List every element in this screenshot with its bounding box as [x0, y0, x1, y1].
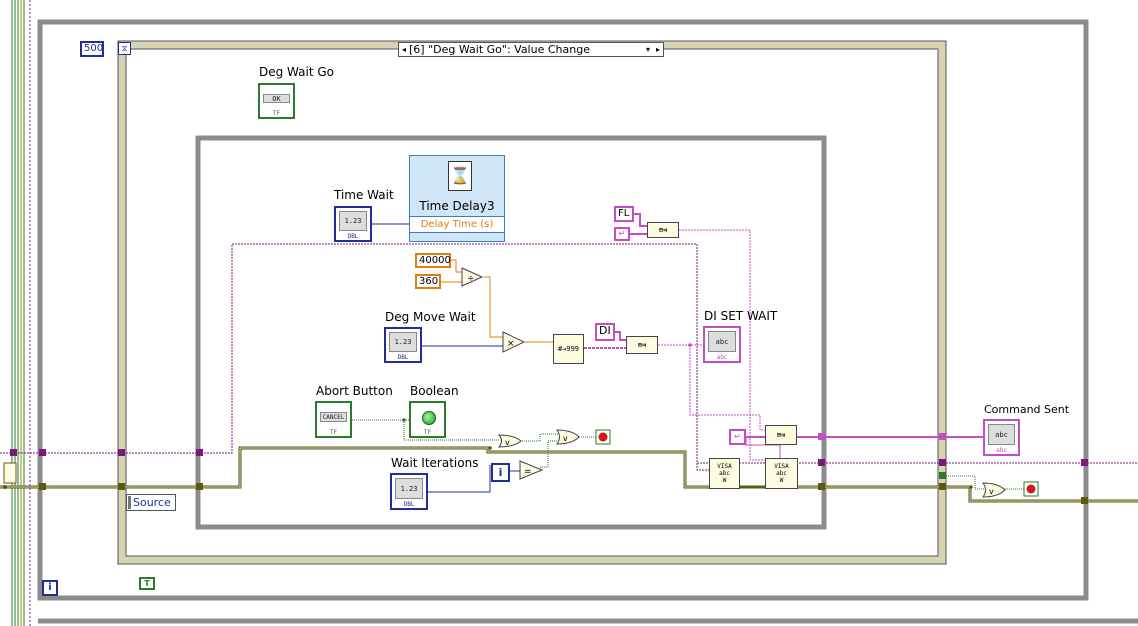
- timeout-constant[interactable]: 500: [80, 41, 104, 57]
- svg-text:v: v: [563, 434, 568, 443]
- command-sent-label: Command Sent: [984, 403, 1070, 416]
- di-set-wait-label: DI SET WAIT: [704, 309, 778, 323]
- time-wait-value: 1.23: [339, 211, 367, 231]
- inner-iteration-terminal: i: [491, 463, 510, 482]
- svg-text:v: v: [989, 487, 994, 496]
- abort-button-label: Abort Button: [316, 384, 393, 398]
- event-data-handle-icon: [128, 496, 131, 509]
- source-field: Source: [133, 496, 171, 509]
- di-set-wait-value: abc: [708, 331, 736, 352]
- deg-move-wait-value: 1.23: [389, 332, 417, 352]
- wait-iterations-label: Wait Iterations: [391, 456, 479, 470]
- time-delay-express-vi[interactable]: ⌛ Time Delay3 Delay Time (s): [409, 155, 505, 242]
- svg-text:÷: ÷: [467, 274, 475, 284]
- number-to-decimal-string-node[interactable]: #→999: [553, 334, 584, 364]
- svg-text:×: ×: [507, 339, 515, 349]
- di-constant[interactable]: DI: [595, 323, 615, 341]
- concatenate-di-node[interactable]: ⊞⇉: [626, 336, 658, 354]
- command-sent-indicator: abc abc: [983, 419, 1020, 456]
- command-sent-value: abc: [988, 424, 1015, 445]
- wait-iterations-control[interactable]: 1.23 DBL: [390, 473, 428, 510]
- event-data-node[interactable]: Source: [126, 494, 176, 511]
- wait-iterations-value: 1.23: [395, 478, 423, 499]
- constant-40000[interactable]: 40000: [415, 253, 451, 268]
- cancel-button-face: CANCEL: [320, 412, 347, 422]
- time-wait-label: Time Wait: [334, 188, 394, 202]
- timeout-terminal-icon: ⧖: [118, 42, 131, 55]
- line-feed-constant-icon[interactable]: ↵: [614, 227, 630, 241]
- time-delay-title: Time Delay3: [419, 199, 495, 213]
- boolean-indicator: TF: [409, 401, 446, 438]
- led-icon: [422, 411, 436, 425]
- deg-wait-go-type: TF: [272, 110, 281, 117]
- deg-move-wait-label: Deg Move Wait: [385, 310, 476, 324]
- deg-move-wait-control[interactable]: 1.23 DBL: [384, 327, 422, 363]
- selector-dropdown-icon[interactable]: ▾: [645, 45, 650, 54]
- true-constant[interactable]: T: [139, 577, 155, 590]
- abort-button-control[interactable]: CANCEL TF: [315, 401, 352, 438]
- ok-button-face: OK: [263, 94, 290, 103]
- delay-time-input-label: Delay Time (s): [410, 216, 504, 233]
- line-feed-constant-2-icon[interactable]: ↵: [729, 429, 746, 445]
- constant-360[interactable]: 360: [415, 274, 441, 289]
- svg-text:=: =: [524, 467, 532, 477]
- abort-button-type: TF: [329, 429, 338, 436]
- deg-wait-go-control[interactable]: OK TF: [258, 83, 295, 119]
- concatenate-command-node[interactable]: ⊞⇉: [765, 425, 797, 445]
- boolean-type: TF: [423, 429, 432, 436]
- fl-constant[interactable]: FL: [614, 206, 634, 222]
- deg-wait-go-label: Deg Wait Go: [259, 65, 334, 79]
- selector-decrement-icon[interactable]: ◂: [401, 45, 406, 54]
- concatenate-strings-node[interactable]: ⊞⇉: [647, 222, 679, 238]
- svg-text:v: v: [505, 438, 510, 447]
- hourglass-icon: ⌛: [448, 161, 472, 191]
- di-set-wait-indicator: abc abc: [703, 326, 741, 363]
- event-case-label: [6] "Deg Wait Go": Value Change: [409, 43, 590, 56]
- boolean-label: Boolean: [410, 384, 459, 398]
- event-case-selector[interactable]: ◂ [6] "Deg Wait Go": Value Change ▾ ▸: [398, 42, 664, 57]
- time-wait-control[interactable]: 1.23 DBL: [334, 206, 372, 242]
- selector-increment-icon[interactable]: ▸: [655, 45, 660, 54]
- outer-iteration-terminal: i: [42, 580, 58, 596]
